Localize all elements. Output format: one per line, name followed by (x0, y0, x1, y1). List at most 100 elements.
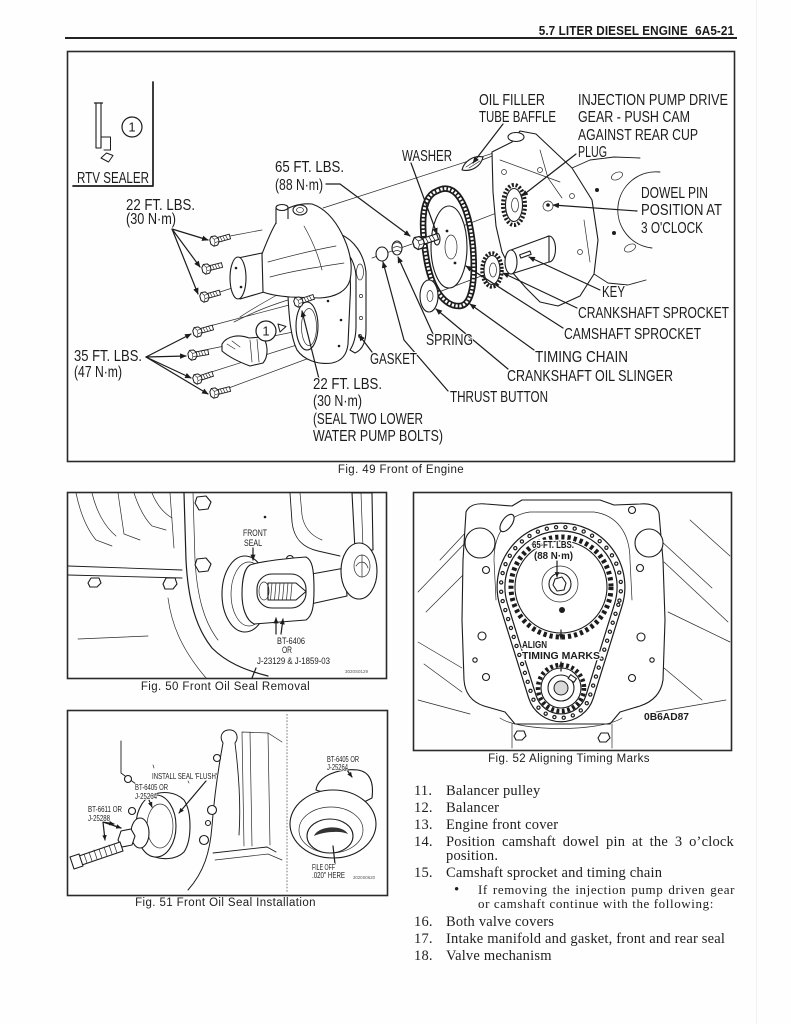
crankshaft-front-face (504, 249, 518, 275)
timing-chain-label: TIMING CHAIN (535, 349, 628, 366)
leader-line (435, 308, 509, 370)
cover-notch (220, 729, 238, 744)
section-title: 5.7 LITER DIESEL ENGINE (538, 24, 688, 38)
timing-chain-drawing (419, 185, 477, 310)
camshaft-sprocket-label: CAMSHAFT SPROCKET (564, 326, 701, 343)
leader-line (325, 183, 411, 237)
figure-51-labels: INSTALL SEAL 'FLUSH' BT-6405 OR J-25264 … (87, 753, 375, 881)
cover-inner-edge (234, 742, 241, 836)
dowel-hole (472, 657, 478, 663)
leader-line (521, 153, 577, 197)
oil-filler-tube-baffle-label: OIL FILLER (479, 92, 545, 109)
tool-number-label: BT-6406 (277, 636, 305, 647)
ratchet-head (340, 542, 378, 600)
leader-line (145, 356, 209, 395)
oil-filler-tube-baffle-drawing (461, 156, 484, 171)
figure-51-front-oil-seal-installation: INSTALL SEAL 'FLUSH' BT-6405 OR J-25264 … (66, 709, 389, 897)
sealer-bead-marker (277, 323, 287, 333)
leader-line (145, 356, 192, 379)
chain-links (421, 187, 476, 308)
pump-contour-line (267, 225, 345, 278)
file-off-label: .020" HERE (312, 870, 345, 880)
gasket-bolt-hole (359, 316, 363, 320)
crankshaft-oil-slinger-drawing (419, 279, 439, 313)
sealer-bead (100, 152, 114, 163)
baffle-body (461, 156, 484, 171)
hex-bolt (597, 732, 611, 743)
bolt-hole (481, 672, 491, 682)
note-line: If removing the injection pump driven ge… (478, 882, 735, 898)
coolant-passage (634, 528, 664, 558)
front-cover-bolt-torque-metric-label: (47 N·m) (74, 364, 122, 381)
bolt (198, 287, 222, 304)
key-label: KEY (602, 284, 625, 301)
seal-remover-tool-drawing (241, 492, 378, 625)
camshaft-sprocket-face (430, 205, 468, 289)
step-text: Balancer (446, 800, 500, 817)
dowel-pin-label: 3 O'CLOCK (641, 220, 703, 237)
figure-52-aligning-timing-marks: 65 FT. LBS. (88 N·m) ALIGN TIMING MARKS … (412, 491, 733, 752)
engine-front-drawing (67, 492, 341, 679)
front-seal-label: SEAL (244, 538, 262, 549)
oil-slinger-bore (426, 290, 434, 302)
cam-dowel-pin (559, 607, 565, 613)
hex-nut (117, 828, 136, 848)
oil-filler-opening (507, 131, 525, 143)
figure-code: 3020S0129 (345, 669, 368, 674)
thrust-button-label: THRUST BUTTON (450, 389, 548, 406)
cylinder-bore-outline (617, 171, 661, 249)
bolt (208, 383, 232, 400)
threaded-rod (75, 841, 124, 867)
washer-label: WASHER (402, 148, 452, 165)
step-number: 12. (414, 800, 433, 817)
ratchet-handle-line (360, 492, 364, 549)
ratchet-handle (351, 492, 374, 551)
tool-number-label: J-23129 & J-1859-03 (257, 656, 330, 667)
hex-bolt (513, 730, 527, 741)
bolt-hole (206, 804, 218, 816)
camshaft-sprocket-drawing (430, 205, 468, 289)
camshaft-sprocket-drawing (508, 534, 614, 640)
leader-line (528, 256, 601, 291)
cover-dot (263, 515, 267, 519)
leader-line (465, 265, 564, 329)
align-timing-marks-label: TIMING MARKS (522, 650, 600, 662)
block-contour-line (91, 492, 117, 537)
note-text: If removing the injection pump driven ge… (478, 883, 735, 911)
leader-line (145, 353, 187, 359)
leader-line (346, 769, 353, 778)
header-rule (65, 37, 737, 39)
block-contour-line (167, 597, 207, 679)
note-indent (414, 883, 446, 911)
leader-lines (102, 769, 353, 865)
crankshaft-sprocket-drawing (535, 662, 587, 714)
cover-outline (187, 742, 224, 891)
block-port (624, 243, 636, 253)
figure-50-caption: Fig. 50 Front Oil Seal Removal (140, 681, 311, 693)
bolt (208, 231, 232, 248)
install-seal-flush-label: INSTALL SEAL 'FLUSH' (152, 771, 217, 781)
callout-number: 1 (128, 120, 135, 135)
leader-line (145, 333, 192, 358)
bolt-hole (198, 834, 210, 846)
oil-pan-rail (67, 574, 183, 579)
pan-ledge-lower (214, 853, 283, 861)
cover-top-edge-inner (299, 492, 323, 541)
seal-installer-detail-drawing (289, 769, 377, 859)
engine-front-cover-drawing (120, 729, 283, 891)
figure-49-labels: 22 FT. LBS. (30 N·m) 65 FT. LBS. (88 N·m… (73, 91, 730, 446)
front-cover-edge-inner (192, 492, 219, 641)
leader-lines (145, 123, 638, 395)
leader-line (502, 272, 578, 309)
block-contour-line (77, 635, 149, 640)
bolt (200, 259, 224, 276)
block-contour-line (151, 492, 173, 519)
gear-face (504, 187, 524, 223)
sprocket-hole (445, 229, 449, 233)
crank-sprocket-bore (489, 262, 497, 278)
leader-lines (250, 547, 285, 679)
front-cover-bolt-torque-label: 35 FT. LBS. (74, 348, 142, 365)
bolt (191, 368, 215, 386)
procedure-steps: 11. Balancer pulley 12. Balancer 13. Eng… (414, 784, 736, 963)
